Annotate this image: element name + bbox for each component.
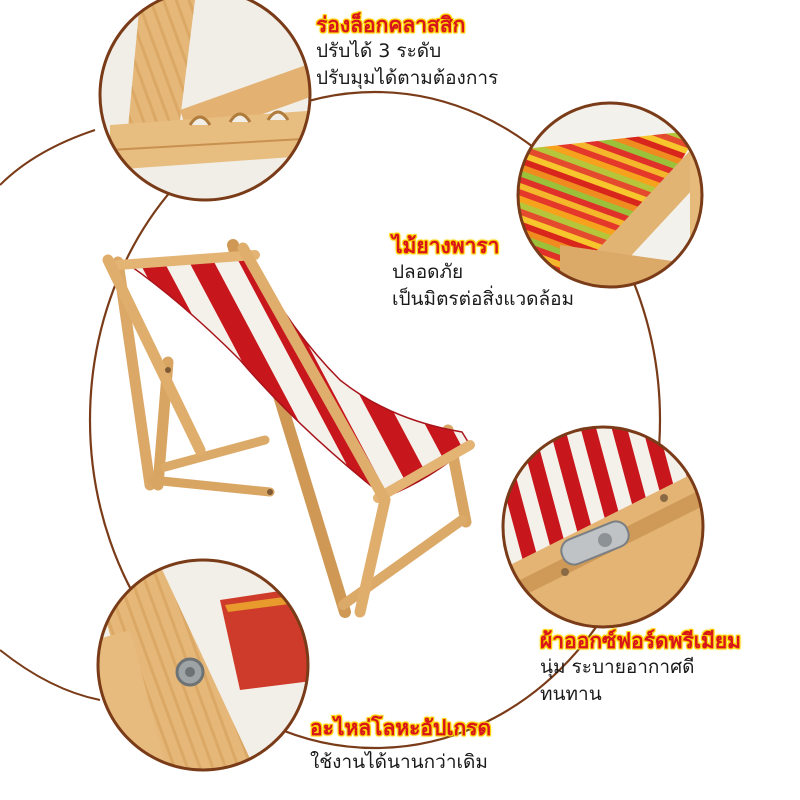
- feature-line: ทนทาน: [540, 683, 602, 705]
- feature-title: ไม้ยางพารา: [392, 234, 500, 258]
- detail-lock-notches: [98, 0, 312, 202]
- beach-chair: [102, 239, 475, 618]
- feature-line: ใช้งานได้นานกว่าเดิม: [310, 751, 488, 773]
- feature-title: ผ้าออกซ์ฟอร์ดพรีเมียม: [540, 629, 741, 653]
- feature-rubber-wood: ไม้ยางพารา ปลอดภัย เป็นมิตรต่อสิ่งแวดล้อ…: [392, 233, 574, 313]
- feature-classic-lock: ร่องล็อกคลาสสิก ปรับได้ 3 ระดับ ปรับมุมไ…: [316, 12, 498, 92]
- decorative-ring: [88, 90, 662, 750]
- decorative-arc-left: [0, 129, 96, 186]
- feature-line: เป็นมิตรต่อสิ่งแวดล้อม: [392, 288, 575, 310]
- feature-line: นุ่ม ระบายอากาศดี: [540, 656, 695, 678]
- detail-metal-parts: [96, 558, 310, 772]
- feature-title: ร่องล็อกคลาสสิก: [316, 13, 466, 37]
- detail-oxford-fabric: [501, 425, 705, 629]
- feature-metal-parts: อะไหล่โลหะอัปเกรด ใช้งานได้นานกว่าเดิม: [310, 715, 491, 776]
- feature-line: ปรับมุมได้ตามต้องการ: [316, 67, 499, 89]
- feature-title: อะไหล่โลหะอัปเกรด: [310, 716, 492, 740]
- decorative-arc-bottom-left: [0, 649, 101, 701]
- feature-line: ปรับได้ 3 ระดับ: [316, 40, 442, 62]
- detail-rubber-wood: [516, 101, 704, 289]
- feature-line: ปลอดภัย: [392, 261, 464, 283]
- feature-oxford-fabric: ผ้าออกซ์ฟอร์ดพรีเมียม นุ่ม ระบายอากาศดี …: [540, 628, 741, 708]
